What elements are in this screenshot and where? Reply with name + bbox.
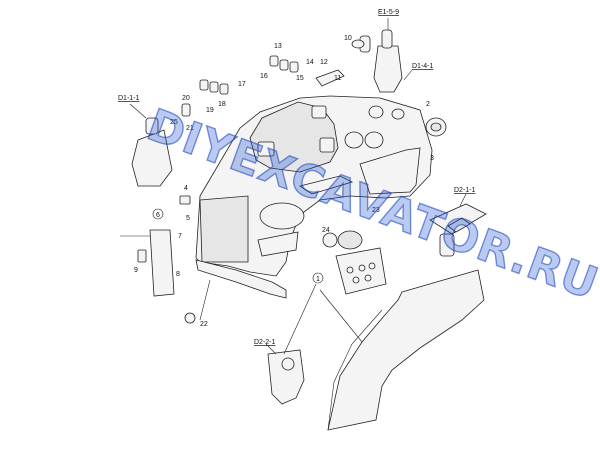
part-number-5: 5: [186, 215, 190, 222]
part-number-24: 24: [322, 227, 330, 234]
part-number-14: 14: [306, 59, 314, 66]
floor-panel: [327, 269, 485, 431]
ref-label-e1-5-9: E1-5-9: [378, 9, 399, 16]
part-number-9: 9: [134, 267, 138, 274]
part-number-23: 23: [372, 207, 380, 214]
part-number-15: 15: [296, 75, 304, 82]
ref-label-d2-1-1: D2-1-1: [454, 187, 476, 194]
joystick-base-d2-1-1: [429, 203, 487, 257]
part-number-13: 13: [274, 43, 282, 50]
small-switches: [137, 39, 365, 324]
reference-labels: E1-5-9 D1-4-1 D1-1-1 D2-1-1 D2-2-1: [118, 9, 476, 346]
joystick-d1-1-1: [131, 117, 173, 187]
part-number-7: 7: [178, 233, 182, 240]
part-number-3: 3: [430, 155, 434, 162]
part-number-20: 20: [182, 95, 190, 102]
part-number-22: 22: [200, 321, 208, 328]
part-number-6: 6: [156, 212, 160, 219]
part-number-2: 2: [426, 101, 430, 108]
part-number-12: 12: [320, 59, 328, 66]
part-numbers: 1 2 3 4 5 6 7 8 9 10 11 12 13 14 15 16 1…: [134, 35, 434, 328]
part-number-8: 8: [176, 271, 180, 278]
part-number-18: 18: [218, 101, 226, 108]
part-number-25: 25: [170, 119, 178, 126]
part-number-1: 1: [316, 276, 320, 283]
part-number-17: 17: [238, 81, 246, 88]
joystick-e1-5-9: [359, 29, 403, 93]
part-number-4: 4: [184, 185, 188, 192]
part-number-11: 11: [334, 75, 341, 82]
pedal-d2-2-1: [267, 349, 305, 405]
control-box: [335, 230, 387, 295]
part-number-10: 10: [344, 35, 352, 42]
part-number-21: 21: [186, 125, 194, 132]
ref-label-d1-1-1: D1-1-1: [118, 95, 140, 102]
leader-lines: [120, 18, 467, 355]
ref-label-d1-4-1: D1-4-1: [412, 63, 434, 70]
dashboard-console: [195, 95, 433, 299]
part-number-16: 16: [260, 73, 268, 80]
ref-label-d2-2-1: D2-2-1: [254, 339, 276, 346]
vent-part-2: [425, 117, 447, 137]
part-number-19: 19: [206, 107, 214, 114]
